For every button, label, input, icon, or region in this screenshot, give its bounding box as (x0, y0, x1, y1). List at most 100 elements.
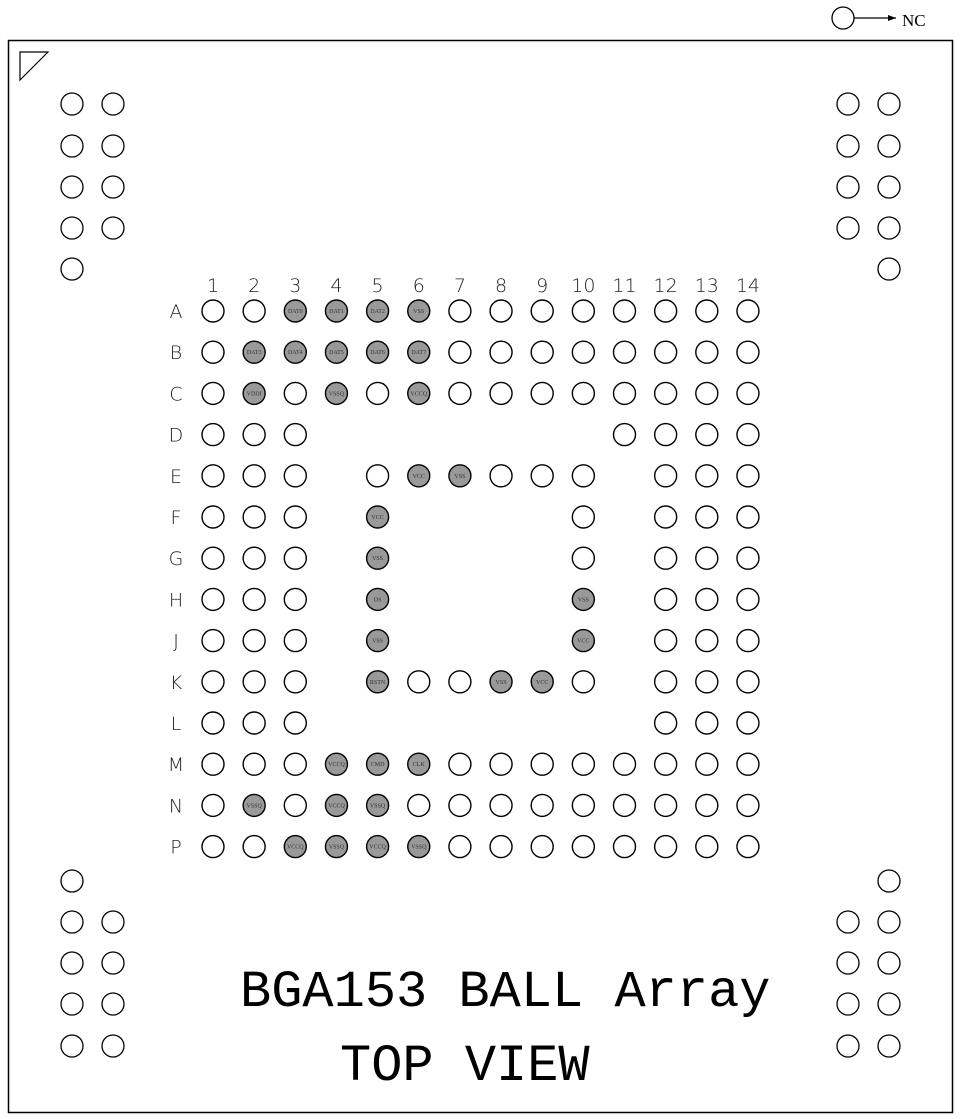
signal-ball (407, 381, 431, 406)
nc-ball (612, 340, 637, 364)
ball-A3: DAT0 (283, 299, 307, 323)
ball-C7 (448, 381, 472, 406)
mechanical-support-ball (60, 92, 84, 116)
row-label: P (170, 837, 181, 859)
ball-signal-label: DAT6 (370, 350, 385, 356)
ball-P7 (448, 834, 472, 859)
ball-F12 (653, 505, 678, 529)
nc-ball (653, 299, 678, 323)
signal-ball (324, 299, 349, 323)
nc-ball (489, 752, 513, 776)
ball-B1 (201, 340, 225, 364)
nc-ball (489, 834, 513, 859)
ball-B12 (653, 340, 678, 364)
nc-ball (736, 381, 760, 406)
ball-signal-label: VSSQ (411, 845, 427, 851)
ball-P6: VSSQ (407, 834, 431, 859)
ball-D14 (736, 422, 760, 447)
ball-G12 (653, 546, 678, 570)
ball-P9 (530, 834, 554, 859)
row-label: L (171, 713, 182, 735)
nc-ball (695, 299, 719, 323)
ball-signal-label: CMD (371, 762, 385, 768)
nc-ball (365, 464, 390, 488)
ball-B6: DAT7 (407, 340, 431, 364)
mechanical-support-ball (60, 175, 84, 199)
ball-C2: VDDI (242, 381, 266, 406)
mechanical-support-ball (877, 1034, 901, 1058)
signal-ball (242, 793, 266, 818)
nc-ball (530, 340, 554, 364)
ball-G2 (242, 546, 266, 570)
signal-ball (365, 793, 390, 818)
mechanical-support-ball (101, 175, 125, 199)
ball-M8 (489, 752, 513, 776)
ball-K13 (695, 670, 719, 694)
ball-E8 (489, 464, 513, 488)
ball-K3 (283, 670, 307, 694)
ball-F2 (242, 505, 266, 529)
ball-K10 (571, 670, 596, 694)
nc-ball (242, 752, 266, 776)
ball-N4: VCCQ (324, 793, 349, 818)
ball-P2 (242, 834, 266, 859)
ball-M5: CMD (365, 752, 390, 776)
ball-signal-label: CLK (413, 762, 426, 768)
nc-ball (201, 546, 225, 570)
mechanical-support-ball (60, 134, 84, 158)
signal-ball (283, 834, 307, 859)
ball-J1 (201, 628, 225, 653)
ball-A5: DAT2 (365, 299, 390, 323)
nc-ball (407, 793, 431, 818)
mechanical-support-ball (836, 134, 860, 158)
nc-ball (571, 546, 596, 570)
nc-ball (736, 464, 760, 488)
nc-ball (695, 711, 719, 735)
mechanical-support-ball (877, 175, 901, 199)
ball-B11 (612, 340, 637, 364)
nc-ball (201, 793, 225, 818)
ball-C3 (283, 381, 307, 406)
signal-ball (365, 834, 390, 859)
nc-ball (283, 670, 307, 694)
ball-E3 (283, 464, 307, 488)
nc-ball (736, 340, 760, 364)
nc-ball (530, 381, 554, 406)
ball-signal-label: VSS (372, 556, 383, 562)
column-label: 9 (536, 275, 548, 297)
column-label: 6 (413, 275, 425, 297)
mechanical-support-ball (101, 134, 125, 158)
nc-ball (242, 505, 266, 529)
ball-signal-label: VSSQ (329, 391, 345, 397)
ball-K8: VSS (489, 670, 513, 694)
ball-M11 (612, 752, 637, 776)
ball-E2 (242, 464, 266, 488)
nc-ball (695, 505, 719, 529)
nc-ball (448, 752, 472, 776)
ball-signal-label: DAT1 (329, 309, 344, 315)
signal-ball (365, 628, 390, 653)
ball-D13 (695, 422, 719, 447)
column-label: 1 (207, 275, 219, 297)
nc-ball (653, 546, 678, 570)
nc-ball (201, 299, 225, 323)
column-label: 14 (736, 275, 760, 297)
mechanical-support-ball (877, 869, 901, 893)
nc-ball (653, 340, 678, 364)
nc-ball (201, 381, 225, 406)
nc-ball (242, 628, 266, 653)
ball-G13 (695, 546, 719, 570)
nc-ball (612, 793, 637, 818)
nc-ball (736, 628, 760, 653)
mechanical-support-ball (836, 92, 860, 116)
row-label: E (170, 466, 182, 488)
ball-P4: VSSQ (324, 834, 349, 859)
ball-H2 (242, 587, 266, 612)
ball-N2: VSSQ (242, 793, 266, 818)
ball-H5: DS (365, 587, 390, 612)
ball-C5 (365, 381, 390, 406)
signal-ball (407, 752, 431, 776)
ball-J2 (242, 628, 266, 653)
nc-ball (695, 670, 719, 694)
ball-M7 (448, 752, 472, 776)
